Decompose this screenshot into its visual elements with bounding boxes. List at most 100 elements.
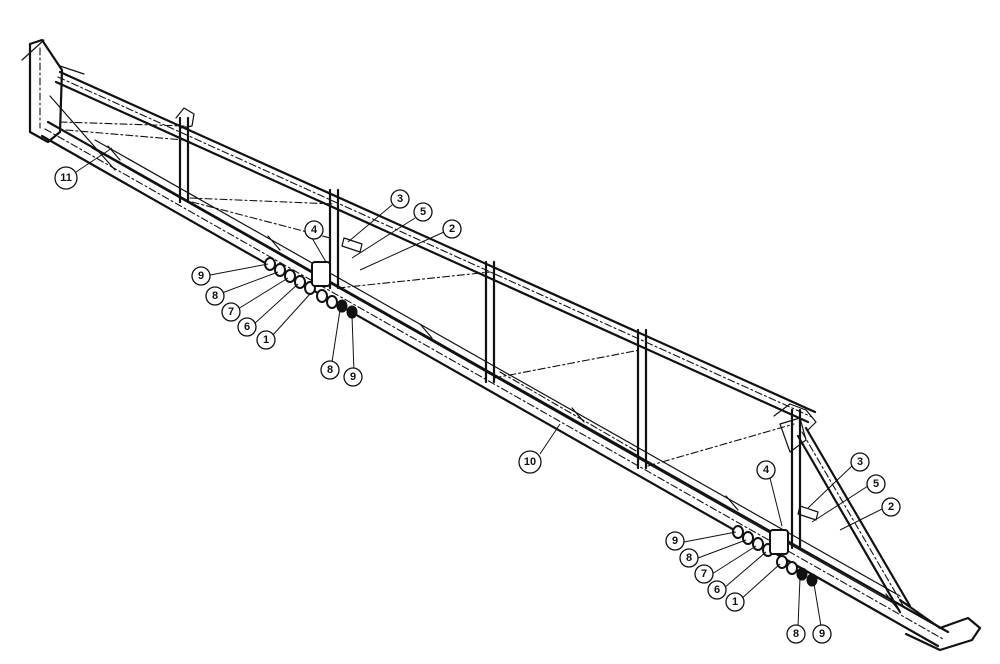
callout-circle xyxy=(665,531,685,551)
bottom-rail-lower-edge xyxy=(40,134,940,648)
callout-4: 4 xyxy=(756,460,776,480)
callout-circle xyxy=(866,474,886,494)
callout-3: 3 xyxy=(850,452,870,472)
callout-11: 11 xyxy=(54,166,78,190)
callout-circle xyxy=(221,302,241,322)
bottom-rail-centerline xyxy=(44,128,944,640)
leader-1b xyxy=(739,563,781,601)
callout-3: 3 xyxy=(390,189,410,209)
callout-10: 10 xyxy=(518,450,542,474)
leader-8d xyxy=(797,577,801,627)
rung-1 xyxy=(107,145,121,161)
left-end-brace xyxy=(49,95,116,171)
callout-label: 10 xyxy=(524,456,536,468)
leader-3a xyxy=(347,204,393,243)
callout-8: 8 xyxy=(205,286,225,306)
hardware-stack-right xyxy=(732,525,818,587)
brace-1 xyxy=(189,197,335,205)
callout-circle xyxy=(390,189,410,209)
callout-circle xyxy=(518,450,542,474)
right-end-bracket xyxy=(885,593,901,613)
callout-4: 4 xyxy=(304,220,324,240)
rung-3 xyxy=(419,323,433,339)
callout-label: 9 xyxy=(198,270,204,282)
callout-circle xyxy=(320,360,340,380)
washer xyxy=(264,257,276,271)
callout-label: 8 xyxy=(793,628,799,640)
callout-label: 8 xyxy=(212,290,218,302)
leader-7a xyxy=(237,277,289,310)
washer xyxy=(786,561,798,575)
callout-label: 1 xyxy=(263,334,269,346)
leader-5a xyxy=(351,217,416,259)
callout-6: 6 xyxy=(237,317,257,337)
callout-label: 2 xyxy=(888,501,894,513)
clamp-block xyxy=(311,261,331,287)
callout-7: 7 xyxy=(694,564,714,584)
post-1-cap xyxy=(175,107,195,129)
callout-1: 1 xyxy=(725,592,745,612)
callout-circle xyxy=(205,286,225,306)
boom-frame xyxy=(21,38,982,652)
callout-9: 9 xyxy=(191,266,211,286)
hardware-stack-left xyxy=(264,257,358,319)
leader-10 xyxy=(539,423,561,455)
top-rail-lower-edge xyxy=(54,80,810,424)
callout-circle xyxy=(850,452,870,472)
callout-circle xyxy=(756,460,776,480)
callout-circle xyxy=(304,220,324,240)
clamp-tab-left xyxy=(341,237,363,253)
clamp-block xyxy=(769,529,789,555)
leader-4a xyxy=(311,237,327,263)
callout-circle xyxy=(786,624,806,644)
callout-2: 2 xyxy=(442,219,462,239)
callout-9: 9 xyxy=(812,624,832,644)
leader-6a xyxy=(253,283,299,325)
post-5-cap xyxy=(773,403,817,431)
right-arm-upper xyxy=(804,426,912,608)
rung-4 xyxy=(571,407,585,423)
callout-label: 6 xyxy=(244,321,250,333)
left-end-bracket xyxy=(59,65,85,75)
callout-circle xyxy=(256,330,276,350)
callout-label: 3 xyxy=(857,456,863,468)
leader-9d xyxy=(813,583,823,633)
washer xyxy=(284,269,296,283)
leader-lines xyxy=(75,147,885,633)
leader-9c xyxy=(683,531,737,543)
leader-4b xyxy=(769,477,783,527)
right-end-plate xyxy=(898,598,982,652)
callout-label: 9 xyxy=(672,535,678,547)
top-rail-upper-edge xyxy=(58,70,817,414)
top-rail-centerline xyxy=(57,76,813,418)
callout-9: 9 xyxy=(665,531,685,551)
leader-11 xyxy=(75,147,113,173)
callout-circle xyxy=(413,202,433,222)
callout-label: 6 xyxy=(714,584,720,596)
callout-label: 7 xyxy=(701,568,707,580)
callout-1: 1 xyxy=(256,330,276,350)
washer xyxy=(776,555,788,569)
callout-circle xyxy=(191,266,211,286)
leader-9a xyxy=(209,263,269,276)
right-arm-centerline xyxy=(801,431,906,610)
leader-2a xyxy=(359,231,445,271)
callout-8: 8 xyxy=(320,360,340,380)
leader-8b xyxy=(331,309,341,363)
washer xyxy=(732,525,744,539)
callout-circle xyxy=(54,166,78,190)
left-end-plate xyxy=(28,38,64,144)
callout-circle xyxy=(679,548,699,568)
callout-circle xyxy=(343,367,363,387)
callout-label: 3 xyxy=(397,193,403,205)
callout-circle xyxy=(725,592,745,612)
brace-4 xyxy=(493,349,641,379)
post-5-gusset xyxy=(779,417,807,453)
callout-label: 7 xyxy=(228,306,234,318)
callout-8: 8 xyxy=(679,548,699,568)
nut xyxy=(806,573,818,587)
washer xyxy=(752,537,764,551)
nut xyxy=(336,299,348,313)
callout-label: 4 xyxy=(311,224,318,236)
